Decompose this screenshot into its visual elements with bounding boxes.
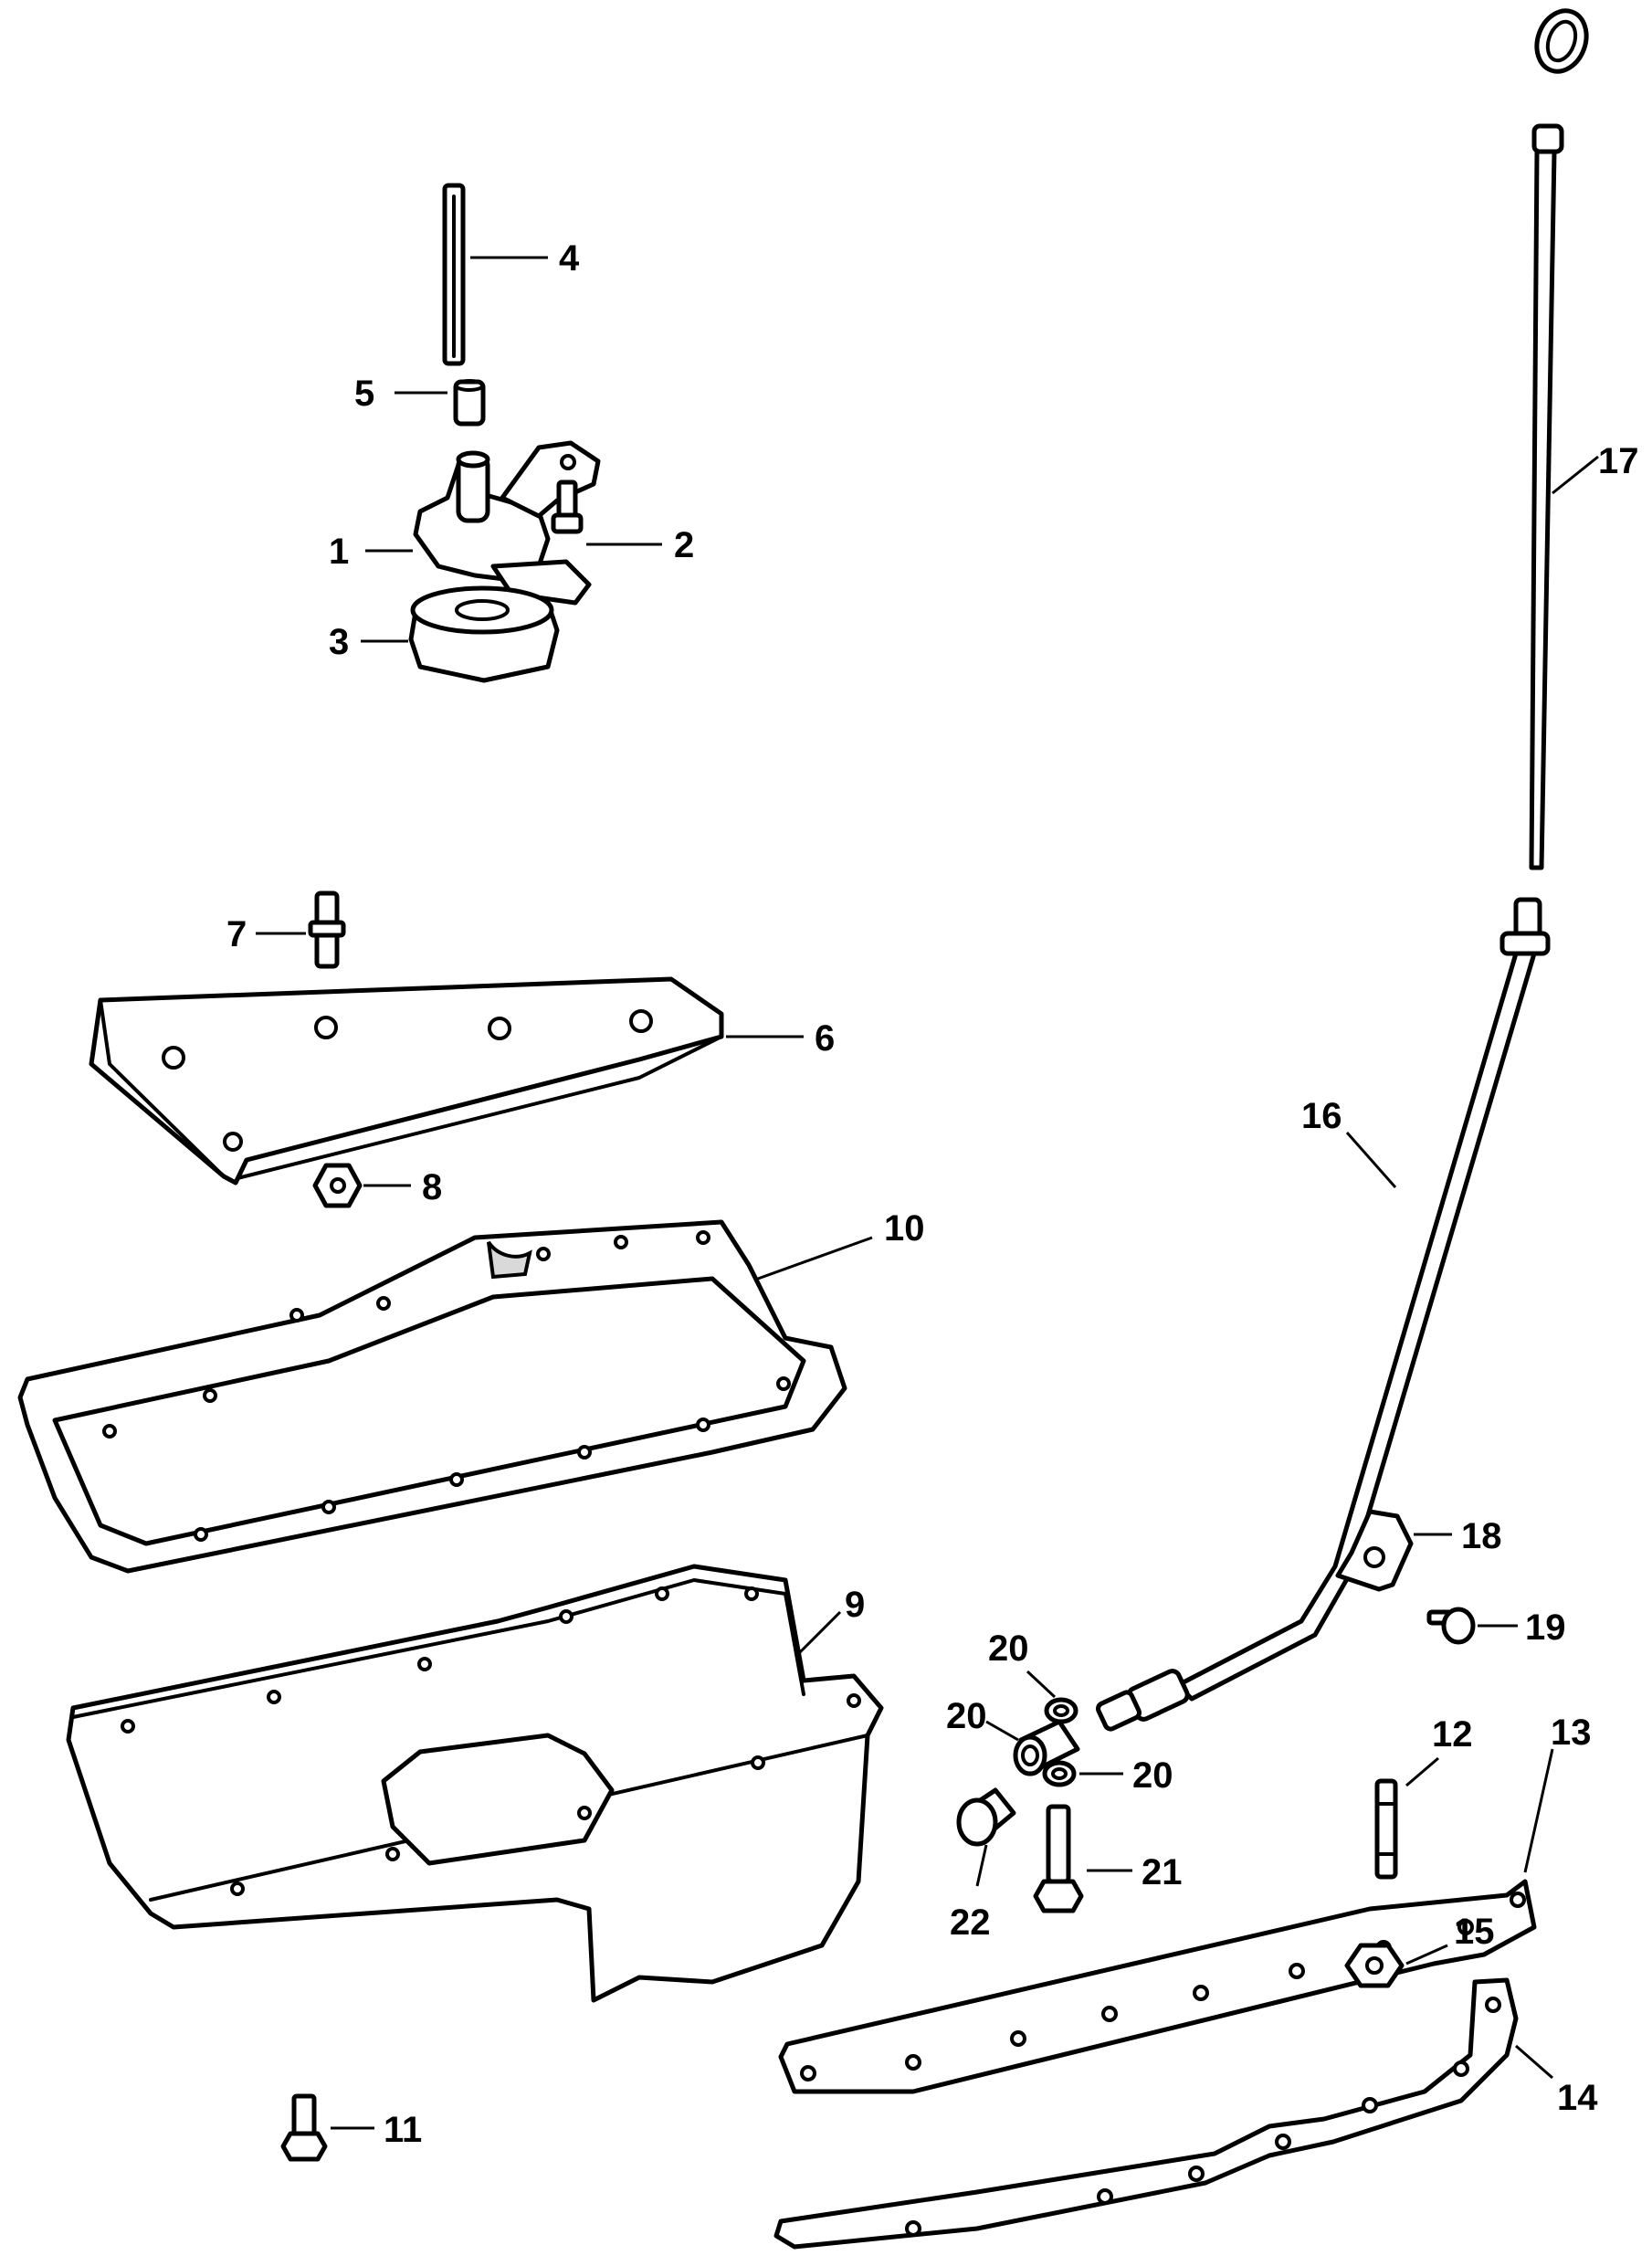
- callout-8: 8: [422, 1167, 442, 1207]
- part-tube-clip: [1335, 1509, 1414, 1592]
- callout-6: 6: [815, 1018, 835, 1059]
- callout-16: 16: [1301, 1096, 1342, 1136]
- callout-3: 3: [329, 622, 349, 662]
- callout-18: 18: [1461, 1516, 1502, 1556]
- part-oil-pan: [66, 1564, 884, 2003]
- callout-9: 9: [845, 1585, 865, 1625]
- part-pan-gasket: [17, 1219, 847, 1574]
- callout-13: 13: [1551, 1713, 1592, 1753]
- part-adapter-fitting: [1013, 1719, 1080, 1776]
- part-windage-tray: [89, 976, 724, 1186]
- part-pan-bolt: [280, 2093, 328, 2162]
- part-side-gasket-right: [778, 1879, 1537, 2094]
- part-drive-shaft: [442, 183, 466, 366]
- callout-11: 11: [384, 2110, 422, 2150]
- part-fitting-bolt: [1033, 1804, 1084, 1913]
- part-washer-lower: [1042, 1760, 1077, 1787]
- callout-17: 17: [1598, 441, 1639, 481]
- callout-20-lower: 20: [1132, 1755, 1173, 1796]
- part-side-gasket-left: [773, 1977, 1519, 2250]
- part-shaft-collar: [453, 379, 486, 427]
- part-pump-bolt: [551, 480, 584, 534]
- part-tray-nut: [312, 1163, 363, 1208]
- part-pickup-screen: [408, 585, 560, 683]
- part-drain-plug: [956, 1787, 1016, 1847]
- part-dipstick-tube: [1096, 897, 1551, 1732]
- callout-12: 12: [1432, 1714, 1473, 1755]
- callout-10: 10: [884, 1208, 925, 1249]
- callout-19: 19: [1525, 1607, 1566, 1648]
- part-dipstick: [1529, 8, 1589, 870]
- part-gasket-stud: [1374, 1778, 1398, 1880]
- callout-21: 20: [946, 1696, 987, 1736]
- part-stud: [308, 891, 346, 969]
- callout-14: 14: [1557, 2078, 1598, 2118]
- part-clip-screw: [1426, 1607, 1476, 1645]
- callout-2: 2: [674, 525, 694, 565]
- part-gasket-nut: [1344, 1943, 1405, 1988]
- callout-4: 4: [559, 238, 580, 279]
- callout-5: 5: [354, 374, 374, 414]
- callout-23: 22: [950, 1902, 991, 1943]
- part-washer-upper: [1044, 1697, 1079, 1724]
- callout-15: 15: [1454, 1912, 1495, 1952]
- callout-1: 1: [329, 532, 349, 572]
- callout-22: 21: [1142, 1852, 1183, 1892]
- callout-20-upper: 20: [988, 1628, 1029, 1669]
- callout-7: 7: [226, 914, 247, 954]
